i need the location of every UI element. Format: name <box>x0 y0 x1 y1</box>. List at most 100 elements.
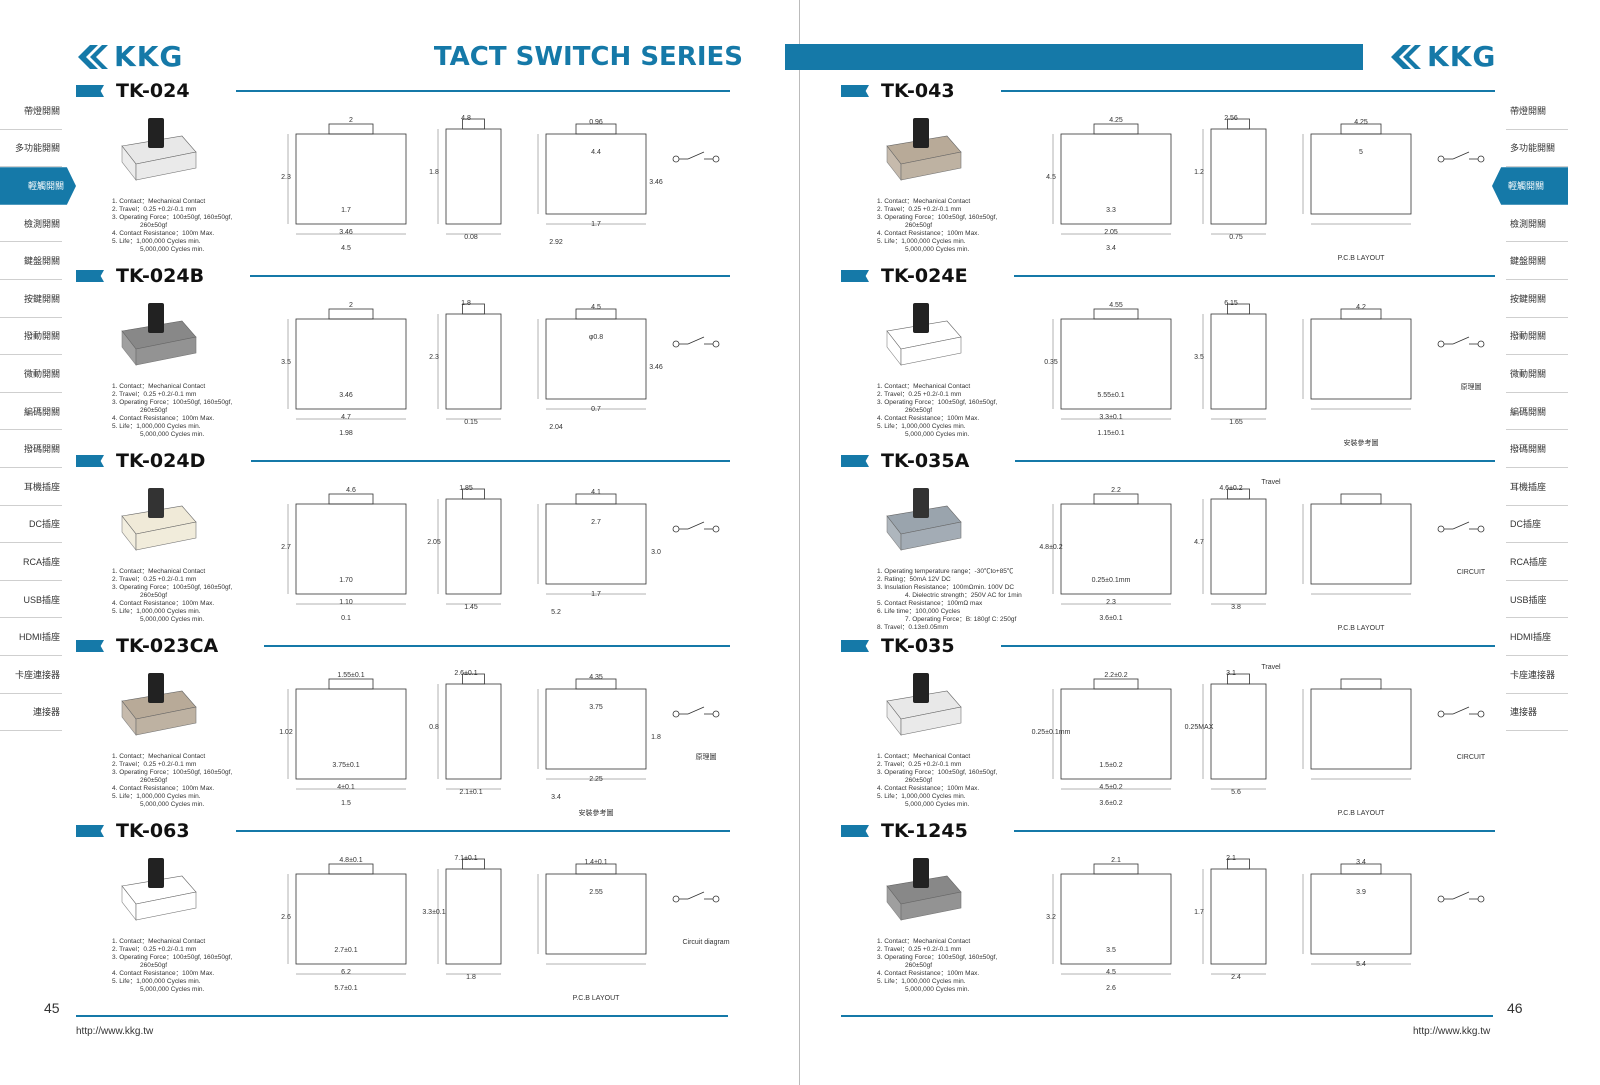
dimension-label: 2.05 <box>1104 229 1118 236</box>
circuit-terminal <box>1477 895 1485 903</box>
category-tab[interactable]: 編碼開關 <box>1506 393 1568 431</box>
category-tab[interactable]: 撥動開關 <box>0 318 62 356</box>
circuit-terminal <box>1437 340 1445 348</box>
spec-line: 4. Contact Resistance：100m Max. <box>877 785 980 792</box>
category-tab[interactable]: 卡座連接器 <box>0 656 62 694</box>
category-tab[interactable]: USB插座 <box>0 581 62 619</box>
category-tab[interactable]: 檢測開關 <box>0 205 62 243</box>
series-title: TACT SWITCH SERIES <box>433 42 743 72</box>
dimension-label: 1.70 <box>339 577 353 584</box>
footer-rule <box>76 1015 728 1017</box>
category-tab[interactable]: 輕觸開關 <box>1492 167 1568 205</box>
outline-view <box>445 498 502 595</box>
category-tab[interactable]: 撥碼開關 <box>1506 430 1568 468</box>
drawing-note: Travel <box>1261 479 1281 486</box>
category-tab[interactable]: 編碼開關 <box>0 393 62 431</box>
footer-url[interactable]: http://www.kkg.tw <box>76 1026 154 1037</box>
product-photo <box>121 858 197 921</box>
category-tab[interactable]: 鍵盤開關 <box>1506 242 1568 280</box>
spec-line: 1. Contact：Mechanical Contact <box>112 753 206 760</box>
actuator-outline <box>1093 678 1139 690</box>
category-tab[interactable]: 按鍵開關 <box>1506 280 1568 318</box>
category-tab[interactable]: 撥動開關 <box>1506 318 1568 356</box>
actuator-outline <box>1227 303 1250 315</box>
dimension-label: 4.8±0.1 <box>339 857 362 864</box>
circuit-switch <box>687 151 705 160</box>
dimension-label: 1.45 <box>464 604 478 611</box>
category-tab[interactable]: 卡座連接器 <box>1506 656 1568 694</box>
category-tab[interactable]: RCA插座 <box>0 543 62 581</box>
category-tab[interactable]: 連接器 <box>1506 694 1568 732</box>
spec-line: 2. Rating：50mA 12V DC <box>877 576 951 583</box>
product-name: TK-024 <box>116 80 190 102</box>
category-tab[interactable]: 多功能開關 <box>0 130 62 168</box>
dimension-label: 0.25±0.1mm <box>1092 577 1131 584</box>
outline-view <box>445 128 502 225</box>
dimension-label: 3.0 <box>651 549 661 556</box>
outline-view <box>545 503 647 585</box>
dimension-label: 3.6±0.2 <box>1099 800 1122 807</box>
spec-line: 5,000,000 Cycles min. <box>140 431 205 438</box>
spec-line: 5,000,000 Cycles min. <box>905 246 970 253</box>
spec-line: 3. Operating Force：100±50gf, 160±50gf, <box>112 769 233 776</box>
dimension-label: 3.5 <box>1194 354 1204 361</box>
category-tab[interactable]: 多功能開關 <box>1506 130 1568 168</box>
category-tab[interactable]: DC插座 <box>1506 506 1568 544</box>
category-tab[interactable]: 帶燈開關 <box>1506 92 1568 130</box>
dimension-label: 5.55±0.1 <box>1097 392 1124 399</box>
spec-line: 5. Life：1,000,000 Cycles min. <box>877 238 966 245</box>
category-tab[interactable]: 撥碼開關 <box>0 430 62 468</box>
category-tab[interactable]: 微動開關 <box>0 355 62 393</box>
product-header: TK-023CA <box>76 635 730 657</box>
spec-line: 5,000,000 Cycles min. <box>140 986 205 993</box>
category-tab[interactable]: HDMI插座 <box>1506 618 1568 656</box>
category-tab[interactable]: 耳機插座 <box>1506 468 1568 506</box>
product-header: TK-035A <box>841 450 1495 472</box>
dimension-label: 4.25 <box>1354 119 1368 126</box>
spec-line: 3. Operating Force：100±50gf, 160±50gf, <box>877 954 998 961</box>
brand-name: KKG <box>114 40 184 73</box>
actuator-outline <box>1340 308 1382 320</box>
category-tab[interactable]: HDMI插座 <box>0 618 62 656</box>
category-tab[interactable]: 輕觸開關 <box>0 167 76 205</box>
category-tab[interactable]: 連接器 <box>0 694 62 732</box>
spec-line: 4. Contact Resistance：100m Max. <box>112 230 215 237</box>
circuit-terminal <box>1437 525 1445 533</box>
product-image <box>877 106 967 192</box>
product-image <box>877 291 967 377</box>
category-tabs-left: 帶燈開關多功能開關輕觸開關檢測開關鍵盤開關按鍵開關撥動開關微動開關編碼開關撥碼開… <box>0 92 76 732</box>
spec-line: 3. Operating Force：100±50gf, 160±50gf, <box>112 214 233 221</box>
outline-view <box>1210 683 1267 780</box>
spec-line: 1. Contact：Mechanical Contact <box>877 938 971 945</box>
category-tab[interactable]: 微動開關 <box>1506 355 1568 393</box>
product-flag <box>841 640 869 652</box>
dimension-label: 1.7 <box>591 221 601 228</box>
product-image <box>877 846 967 932</box>
category-tab[interactable]: 帶燈開關 <box>0 92 62 130</box>
technical-drawing: 23.53.464.71.981.82.30.154.5φ0.80.73.462… <box>281 300 720 437</box>
spec-line: 3. Operating Force：100±50gf, 160±50gf, <box>877 769 998 776</box>
actuator-outline <box>575 678 617 690</box>
outline-view <box>545 133 647 215</box>
outline-view <box>445 868 502 965</box>
footer-url[interactable]: http://www.kkg.tw <box>1413 1026 1491 1037</box>
spec-line: 3. Operating Force：100±50gf, 160±50gf, <box>112 584 233 591</box>
technical-drawing: 2.13.23.54.52.62.11.72.43.43.95.4 <box>1046 855 1485 992</box>
dimension-label: 1.10 <box>339 599 353 606</box>
outline-view <box>445 313 502 410</box>
category-tab[interactable]: 耳機插座 <box>0 468 62 506</box>
category-tab[interactable]: USB插座 <box>1506 581 1568 619</box>
spec-line: 5. Life：1,000,000 Cycles min. <box>112 608 201 615</box>
product-header: TK-063 <box>76 820 730 842</box>
category-tab[interactable]: RCA插座 <box>1506 543 1568 581</box>
dimension-label: 1.85 <box>459 485 473 492</box>
dimension-label: 5.6 <box>1231 789 1241 796</box>
category-tab[interactable]: 鍵盤開關 <box>0 242 62 280</box>
category-tab[interactable]: 檢測開關 <box>1506 205 1568 243</box>
dimension-label: 2.7±0.1 <box>334 947 357 954</box>
category-tab[interactable]: DC插座 <box>0 506 62 544</box>
category-tab[interactable]: 按鍵開關 <box>0 280 62 318</box>
